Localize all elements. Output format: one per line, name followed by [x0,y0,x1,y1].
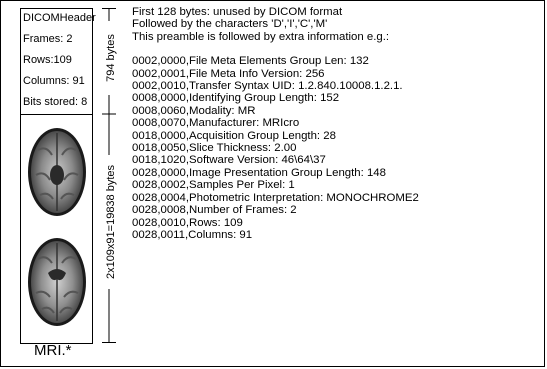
header-size-label: 794 bytes [105,21,117,95]
preamble-line: First 128 bytes: unused by DICOM format [132,6,343,18]
tag-line: 0008,0000,Identifying Group Length: 152 [132,92,340,105]
tag-line: 0018,0000,Acquisition Group Length: 28 [132,129,336,142]
tag-line: 0028,0002,Samples Per Pixel: 1 [132,179,295,192]
image-frames-column [20,115,93,344]
tag-line: 0028,0010,Rows: 109 [132,216,243,229]
tag-line: 0028,0000,Image Presentation Group Lengt… [132,166,386,179]
image-size-label: 2x109x91=19838 bytes [105,155,117,289]
file-caption: MRI.* [34,342,72,359]
tag-line: 0008,0070,Manufacturer: MRIcro [132,117,300,130]
tag-line: 0028,0008,Number of Frames: 2 [132,204,297,217]
mri-slice-2 [28,238,86,326]
preamble-line: This preamble is followed by extra infor… [132,30,390,43]
tag-line: 0008,0060,Modality: MR [132,104,256,117]
header-line-bits: Bits stored: 8 [23,96,88,108]
tag-line: 0018,1020,Software Version: 46\64\37 [132,154,326,167]
header-line-rows: Rows:109 [23,54,72,66]
mri-slice-1 [28,128,86,216]
header-line-title: DICOMHeader [23,12,96,24]
tag-line: 0002,0010,Transfer Syntax UID: 1.2.840.1… [132,80,403,93]
tag-line: 0002,0001,File Meta Info Version: 256 [132,67,325,80]
tag-line: 0002,0000,File Meta Elements Group Len: … [132,55,369,68]
preamble-line: Followed by the characters 'D','I','C','… [132,18,328,31]
header-line-columns: Columns: 91 [23,75,85,87]
header-line-frames: Frames: 2 [23,33,73,45]
tag-line: 0028,0004,Photometric Interpretation: MO… [132,191,419,204]
header-description: First 128 bytes: unused by DICOM format … [132,6,542,241]
tag-line: 0018,0050,Slice Thickness: 2.00 [132,142,297,155]
tag-line: 0028,0011,Columns: 91 [132,228,253,241]
dicom-header-box: DICOMHeader Frames: 2 Rows:109 Columns: … [20,8,96,115]
